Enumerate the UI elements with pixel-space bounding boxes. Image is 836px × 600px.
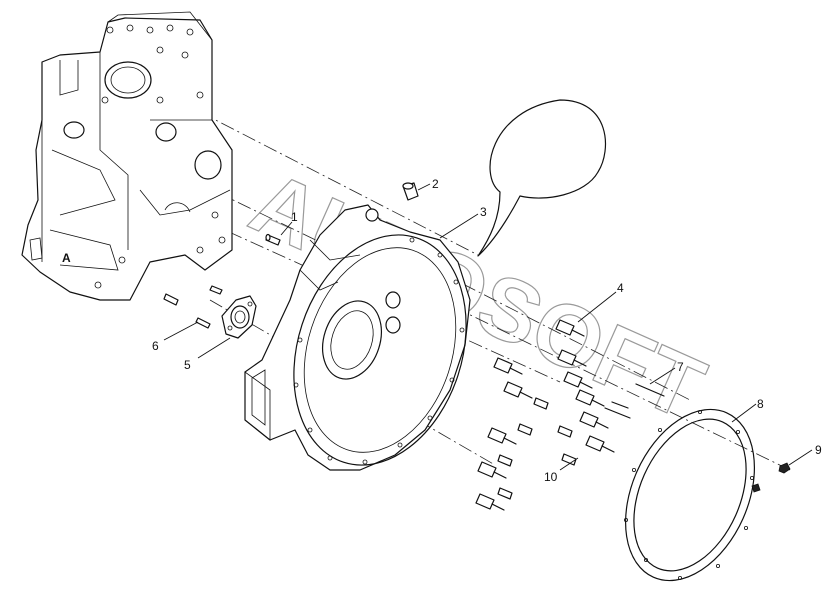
speech-bubble-shape (477, 99, 607, 257)
nut-part (778, 462, 791, 474)
block-marker-label: A (62, 251, 71, 265)
cover-plate-part (221, 295, 257, 339)
callout-9: 9 (788, 443, 822, 466)
svg-text:7: 7 (677, 360, 684, 374)
bolt-cluster (475, 319, 665, 511)
callout-10: 10 (544, 457, 579, 484)
callout-6: 6 (152, 321, 199, 353)
svg-text:1: 1 (291, 210, 298, 224)
dowel-pin-part (265, 233, 281, 246)
svg-text:9: 9 (815, 443, 822, 457)
callout-4: 4 (577, 281, 624, 323)
svg-text:2: 2 (432, 177, 439, 191)
short-bolt-part (163, 285, 223, 329)
svg-text:3: 3 (480, 205, 487, 219)
cover-ring-drawing (624, 408, 761, 582)
callout-2: 2 (417, 177, 439, 191)
callout-7: 7 (649, 360, 684, 385)
svg-text:5: 5 (184, 358, 191, 372)
callout-8: 8 (731, 397, 764, 423)
callout-1: 1 (280, 210, 298, 236)
svg-text:10: 10 (544, 470, 558, 484)
callout-5: 5 (184, 337, 231, 372)
svg-text:6: 6 (152, 339, 159, 353)
engine-block-drawing: A (21, 11, 233, 301)
plug-part (402, 182, 419, 201)
svg-text:8: 8 (757, 397, 764, 411)
flywheel-housing-drawing (244, 204, 471, 471)
callout-3: 3 (439, 205, 487, 239)
svg-text:4: 4 (617, 281, 624, 295)
